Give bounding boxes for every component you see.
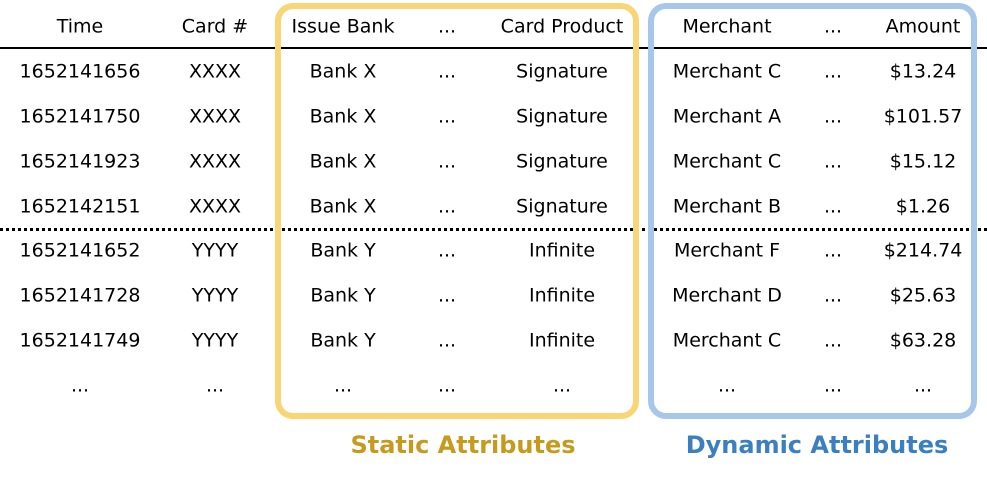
cell-merchant: Merchant C bbox=[672, 329, 782, 352]
cell-card-product: Signature bbox=[516, 150, 608, 173]
cell-time: 1652142151 bbox=[19, 195, 141, 218]
cell-issue-bank: Bank Y bbox=[310, 284, 376, 307]
column-header-card-number: Card # bbox=[181, 15, 249, 38]
cell-merchant: Merchant F bbox=[673, 239, 781, 262]
cell-time: 1652141728 bbox=[19, 284, 141, 307]
cell-amount: $25.63 bbox=[889, 284, 957, 307]
cell-dynamic-ellipsis: ... bbox=[823, 150, 843, 173]
cell-issue-bank: ... bbox=[333, 374, 353, 397]
cell-card-product: Signature bbox=[516, 60, 608, 83]
cell-dynamic-ellipsis: ... bbox=[823, 329, 843, 352]
cell-merchant: Merchant A bbox=[672, 105, 782, 128]
cell-static-ellipsis: ... bbox=[437, 374, 457, 397]
cell-amount: $63.28 bbox=[889, 329, 957, 352]
cell-card-number: XXXX bbox=[188, 105, 242, 128]
cell-card-number: XXXX bbox=[188, 195, 242, 218]
column-header-merchant: Merchant bbox=[682, 15, 772, 38]
cell-card-product: Signature bbox=[516, 195, 608, 218]
cell-dynamic-ellipsis: ... bbox=[823, 105, 843, 128]
cell-issue-bank: Bank X bbox=[309, 60, 377, 83]
cell-amount: $101.57 bbox=[883, 105, 963, 128]
cell-card-number: XXXX bbox=[188, 60, 242, 83]
cell-merchant: ... bbox=[717, 374, 737, 397]
cell-card-product: Signature bbox=[516, 105, 608, 128]
cell-issue-bank: Bank Y bbox=[310, 239, 376, 262]
cell-issue-bank: Bank X bbox=[309, 195, 377, 218]
cell-amount: $214.74 bbox=[883, 239, 963, 262]
cell-amount: $1.26 bbox=[895, 195, 951, 218]
cell-card-number: XXXX bbox=[188, 150, 242, 173]
dynamic-attributes-label: Dynamic Attributes bbox=[685, 431, 949, 459]
cell-card-number: YYYY bbox=[191, 239, 239, 262]
cell-dynamic-ellipsis: ... bbox=[823, 374, 843, 397]
cell-dynamic-ellipsis: ... bbox=[823, 284, 843, 307]
cell-card-number: ... bbox=[205, 374, 225, 397]
cell-time: 1652141750 bbox=[19, 105, 141, 128]
cell-dynamic-ellipsis: ... bbox=[823, 195, 843, 218]
cell-time: ... bbox=[70, 374, 90, 397]
cell-merchant: Merchant C bbox=[672, 60, 782, 83]
cell-static-ellipsis: ... bbox=[437, 60, 457, 83]
static-attributes-box bbox=[275, 3, 639, 419]
header-rule bbox=[0, 47, 987, 49]
cell-static-ellipsis: ... bbox=[437, 329, 457, 352]
cell-static-ellipsis: ... bbox=[437, 150, 457, 173]
column-header-card-product: Card Product bbox=[500, 15, 624, 38]
column-header-amount: Amount bbox=[885, 15, 961, 38]
cell-issue-bank: Bank X bbox=[309, 105, 377, 128]
cell-merchant: Merchant B bbox=[672, 195, 782, 218]
column-header-dynamic-ellipsis: ... bbox=[823, 15, 843, 38]
cell-amount: $15.12 bbox=[889, 150, 957, 173]
cell-card-number: YYYY bbox=[191, 284, 239, 307]
cell-merchant: Merchant D bbox=[672, 284, 782, 307]
cell-issue-bank: Bank Y bbox=[310, 329, 376, 352]
cell-amount: $13.24 bbox=[889, 60, 957, 83]
cell-card-product: ... bbox=[552, 374, 572, 397]
cell-merchant: Merchant C bbox=[672, 150, 782, 173]
cell-static-ellipsis: ... bbox=[437, 239, 457, 262]
cell-static-ellipsis: ... bbox=[437, 195, 457, 218]
dynamic-attributes-box bbox=[648, 3, 977, 419]
card-group-divider bbox=[0, 228, 987, 231]
column-header-issue-bank: Issue Bank bbox=[291, 15, 395, 38]
column-header-static-ellipsis: ... bbox=[437, 15, 457, 38]
static-attributes-label: Static Attributes bbox=[350, 431, 576, 459]
cell-time: 1652141923 bbox=[19, 150, 141, 173]
cell-card-product: Infinite bbox=[528, 239, 596, 262]
cell-time: 1652141656 bbox=[19, 60, 141, 83]
cell-dynamic-ellipsis: ... bbox=[823, 60, 843, 83]
cell-card-number: YYYY bbox=[191, 329, 239, 352]
cell-dynamic-ellipsis: ... bbox=[823, 239, 843, 262]
cell-static-ellipsis: ... bbox=[437, 105, 457, 128]
column-header-time: Time bbox=[56, 15, 104, 38]
cell-issue-bank: Bank X bbox=[309, 150, 377, 173]
cell-time: 1652141652 bbox=[19, 239, 141, 262]
cell-card-product: Infinite bbox=[528, 329, 596, 352]
cell-static-ellipsis: ... bbox=[437, 284, 457, 307]
cell-time: 1652141749 bbox=[19, 329, 141, 352]
cell-card-product: Infinite bbox=[528, 284, 596, 307]
cell-amount: ... bbox=[913, 374, 933, 397]
